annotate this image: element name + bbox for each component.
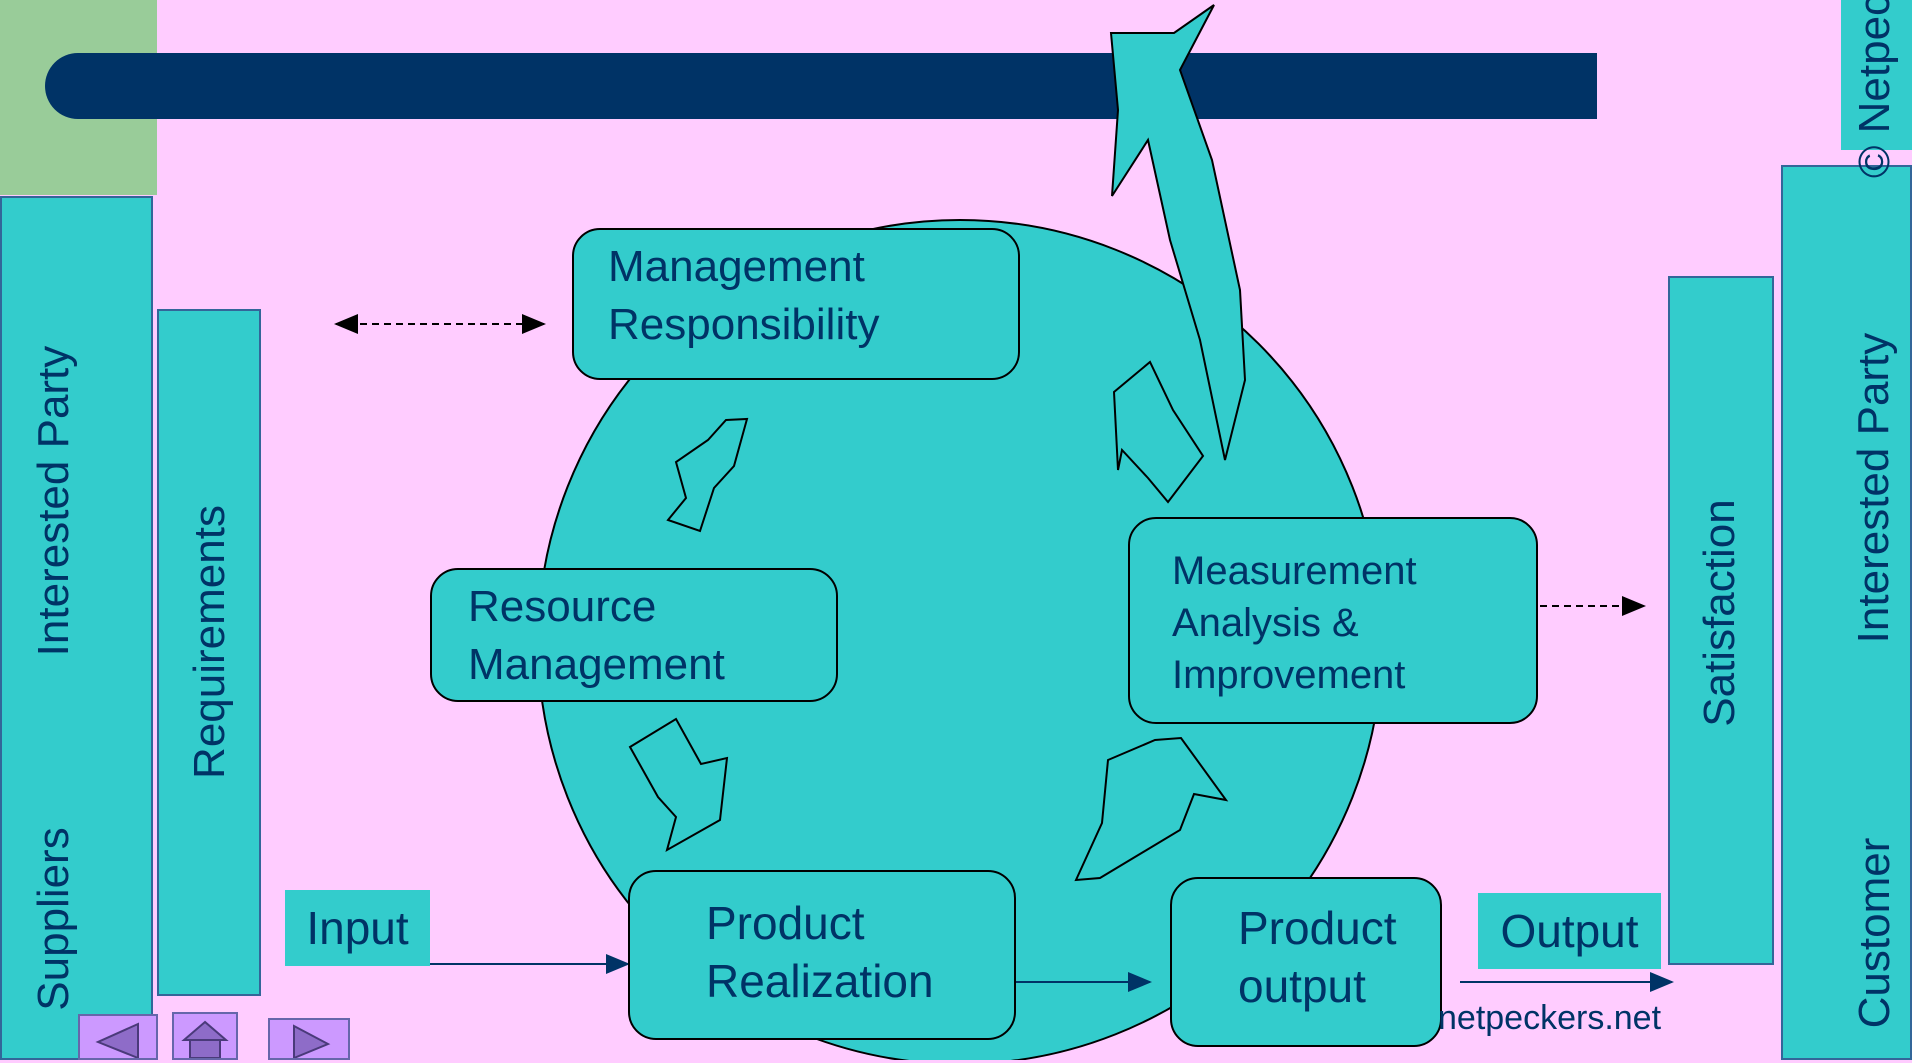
output-line-2: output <box>1238 960 1366 1012</box>
cycle-arrow-measurement-to-management <box>1112 360 1205 504</box>
input-label: Input <box>285 890 430 966</box>
continual-improvement-arrow <box>1109 4 1247 461</box>
measurement-line-2: Analysis & <box>1172 601 1359 645</box>
left-party-panel <box>0 196 153 1060</box>
measurement-analysis-box: Measurement Analysis & Improvement <box>1128 517 1538 724</box>
product-realization-box: Product Realization <box>628 870 1016 1040</box>
triangle-right-icon <box>293 1024 331 1060</box>
management-responsibility-box: Management Responsibility <box>572 228 1020 380</box>
cycle-arrow-realization-to-measurement <box>1074 736 1229 882</box>
management-line-1: Management <box>608 242 865 291</box>
copyright-label: © Netpeckers <box>1850 0 1899 178</box>
realization-line-1: Product <box>706 897 865 949</box>
satisfaction-panel <box>1668 276 1774 965</box>
home-icon <box>181 1020 229 1059</box>
realization-line-2: Realization <box>706 955 934 1007</box>
right-party-panel <box>1781 165 1912 1060</box>
next-slide-button[interactable] <box>268 1018 350 1060</box>
management-line-2: Responsibility <box>608 300 880 349</box>
prev-slide-button[interactable] <box>78 1014 158 1060</box>
resource-line-1: Resource <box>468 582 657 631</box>
triangle-left-icon <box>95 1022 139 1060</box>
measurement-line-1: Measurement <box>1172 549 1417 593</box>
left-interested-party-label: Interested Party <box>29 345 78 657</box>
requirements-label: Requirements <box>185 505 234 779</box>
cycle-arrow-resource-to-realization <box>628 717 729 853</box>
title-bar <box>45 53 1597 119</box>
website-label: netpeckers.net <box>1438 999 1662 1037</box>
output-label: Output <box>1478 893 1661 969</box>
customer-label: Customer <box>1850 837 1899 1029</box>
home-button[interactable] <box>172 1012 238 1060</box>
cycle-arrow-management-to-resource <box>666 417 749 533</box>
suppliers-label: Suppliers <box>29 827 78 1011</box>
right-interested-party-label: Interested Party <box>1849 332 1898 644</box>
requirements-panel <box>157 309 261 996</box>
satisfaction-label: Satisfaction <box>1695 499 1744 727</box>
output-line-1: Product <box>1238 902 1397 954</box>
resource-management-box: Resource Management <box>430 568 838 702</box>
measurement-line-3: Improvement <box>1172 653 1406 697</box>
copyright-panel <box>1841 0 1912 150</box>
product-output-box: Product output <box>1170 877 1442 1047</box>
resource-line-2: Management <box>468 640 725 689</box>
